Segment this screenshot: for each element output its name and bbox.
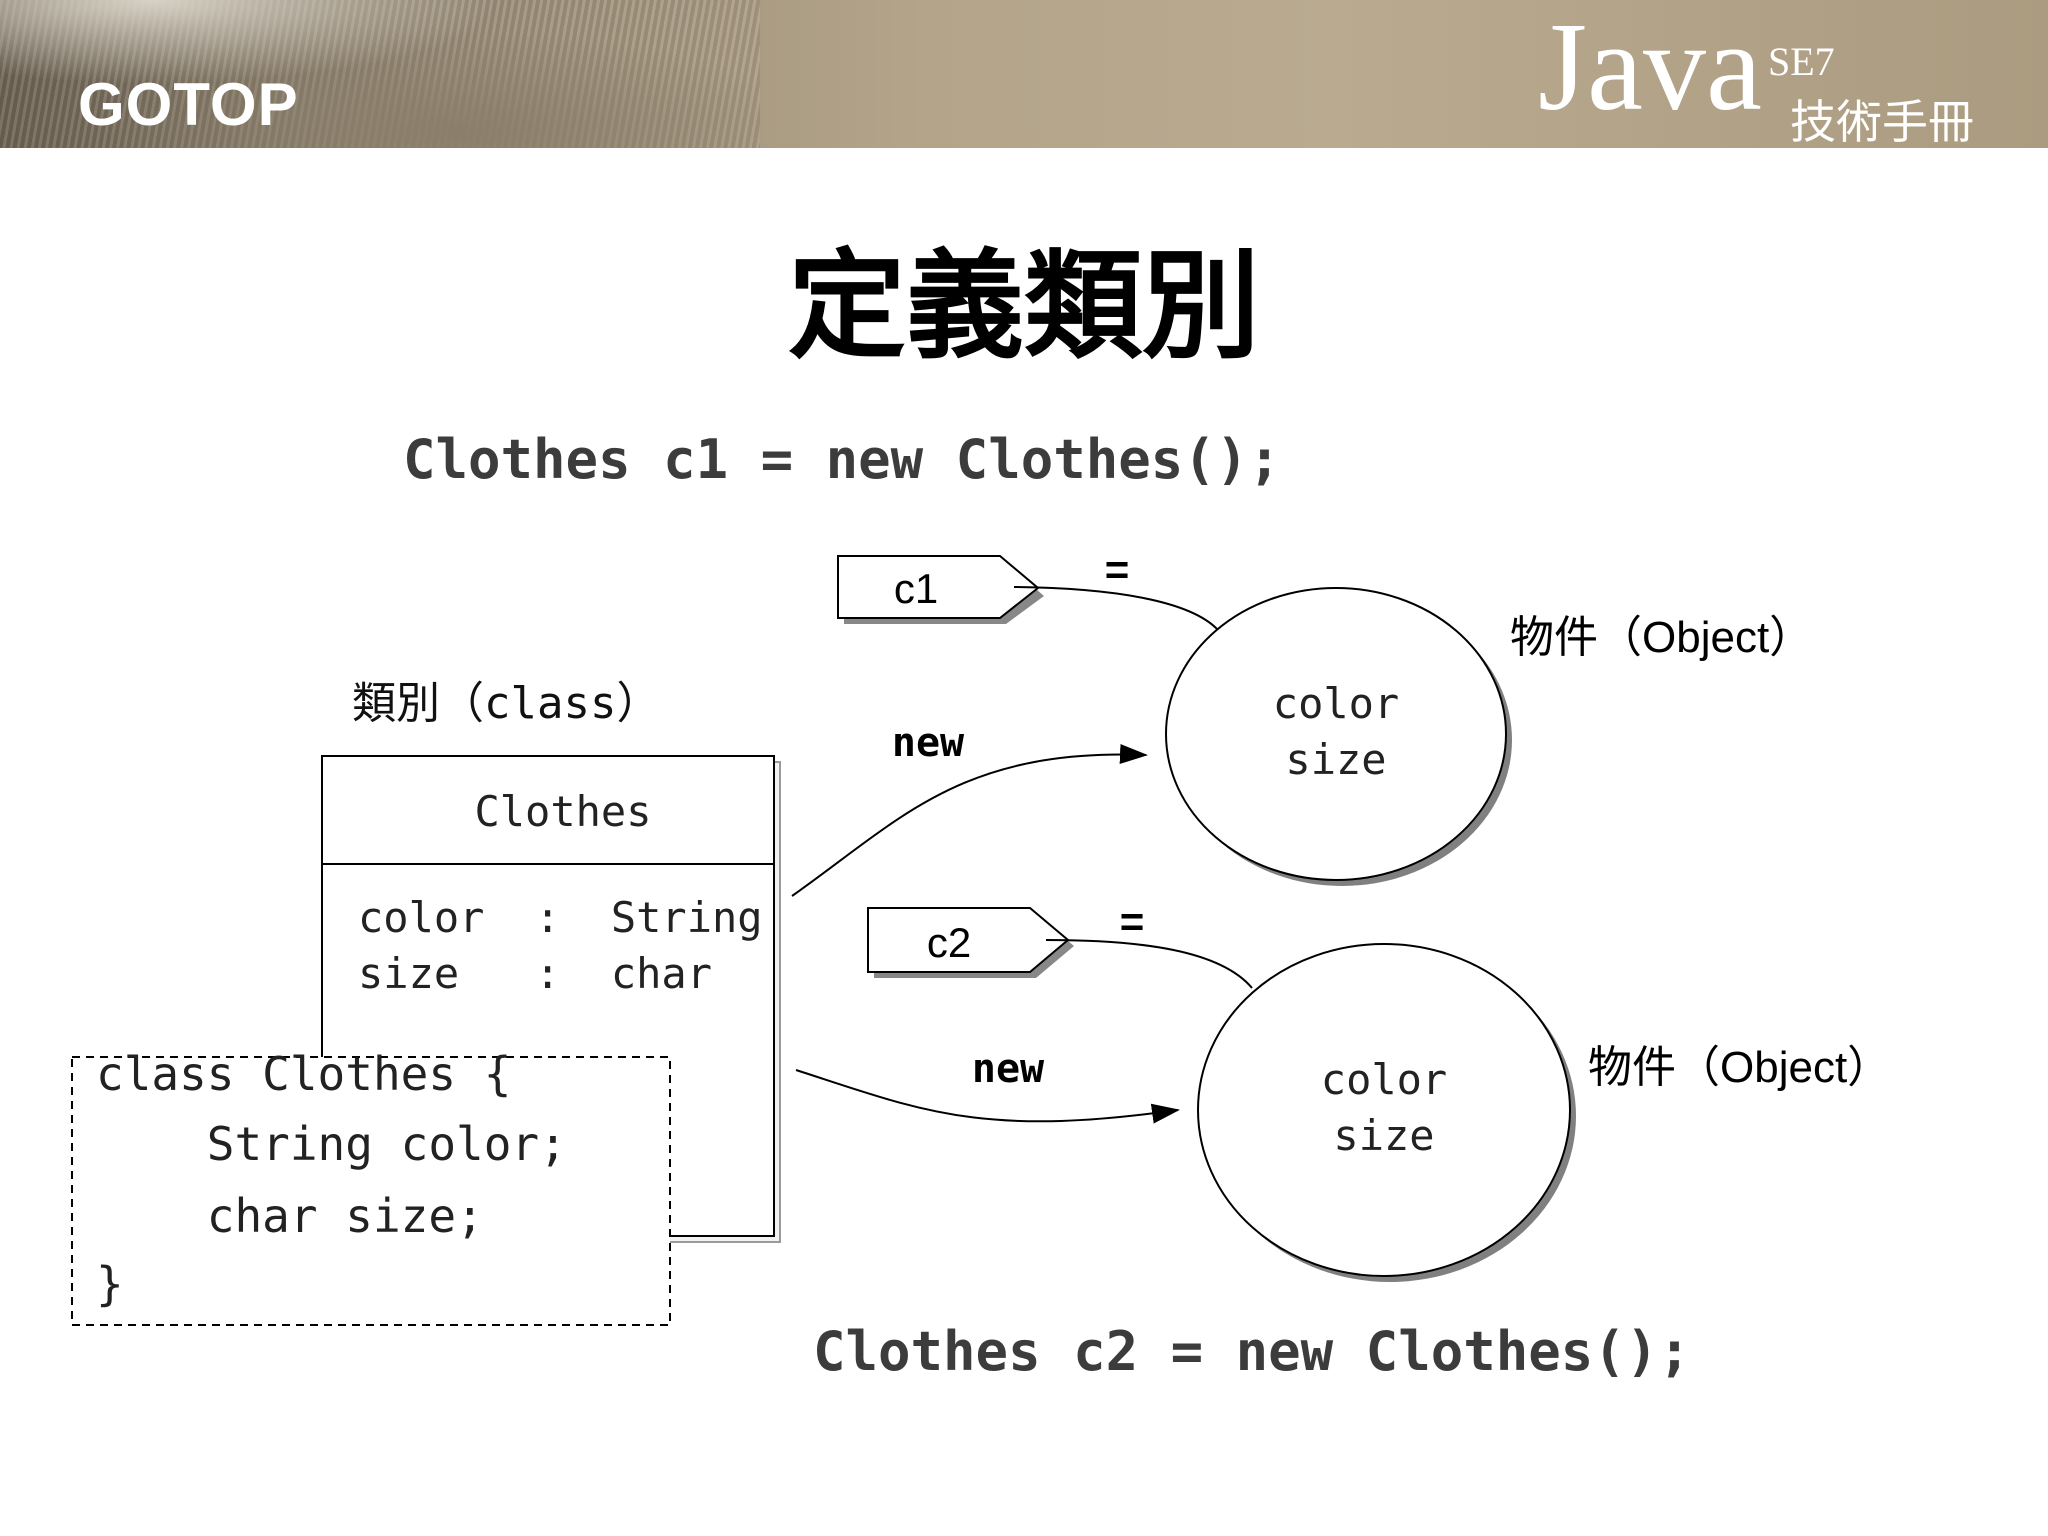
object-1-caption: 物件（Object） <box>1510 613 1813 662</box>
source-code-line: } <box>96 1257 124 1311</box>
class-caption: 類別（class） <box>352 678 660 729</box>
assign-sign-c2: = <box>1120 898 1145 945</box>
new-arrow-2 <box>795 1069 1180 1124</box>
new-label-2: new <box>972 1046 1045 1092</box>
ref-c1-label: c1 <box>894 565 938 612</box>
object-1-field-color: color <box>1273 679 1399 728</box>
java-logo: Java <box>1538 0 1762 137</box>
book-title: 技術手冊 <box>1790 95 1974 148</box>
object-1-circle <box>1165 587 1507 881</box>
code-statement-c2: Clothes c2 = new Clothes(); <box>813 1320 1691 1383</box>
object-2-field-color: color <box>1321 1055 1447 1104</box>
new-arrow-1 <box>791 744 1148 897</box>
ref-c2-tag <box>867 907 1070 973</box>
object-1-field-size: size <box>1285 735 1386 784</box>
ref-c1-tag <box>837 555 1040 619</box>
source-code-line: char size; <box>96 1189 484 1243</box>
object-2-field-size: size <box>1333 1111 1434 1160</box>
source-code-line: class Clothes { <box>96 1047 511 1101</box>
ref-c1-line <box>1013 586 1219 631</box>
class-field-size: size : char <box>358 949 712 998</box>
source-code-line: String color; <box>96 1117 567 1171</box>
class-field-color: color : String <box>358 893 763 942</box>
ref-c2-label: c2 <box>927 919 971 966</box>
gotop-logo: GOTOP <box>78 71 299 138</box>
object-2-caption: 物件（Object） <box>1588 1043 1891 1092</box>
object-2-circle <box>1197 943 1571 1277</box>
header-banner: GOTOP Java SE7 技術手冊 <box>0 0 2048 148</box>
assign-sign-c1: = <box>1105 546 1130 593</box>
source-code-box <box>71 1056 671 1326</box>
java-edition: SE7 <box>1768 39 1835 84</box>
new-label-1: new <box>892 720 965 766</box>
class-name: Clothes <box>474 787 651 836</box>
sand-background-image <box>0 0 760 148</box>
ref-c2-line <box>1045 939 1253 989</box>
code-statement-c1: Clothes c1 = new Clothes(); <box>403 428 1281 491</box>
page-title: 定義類別 <box>787 237 1260 375</box>
